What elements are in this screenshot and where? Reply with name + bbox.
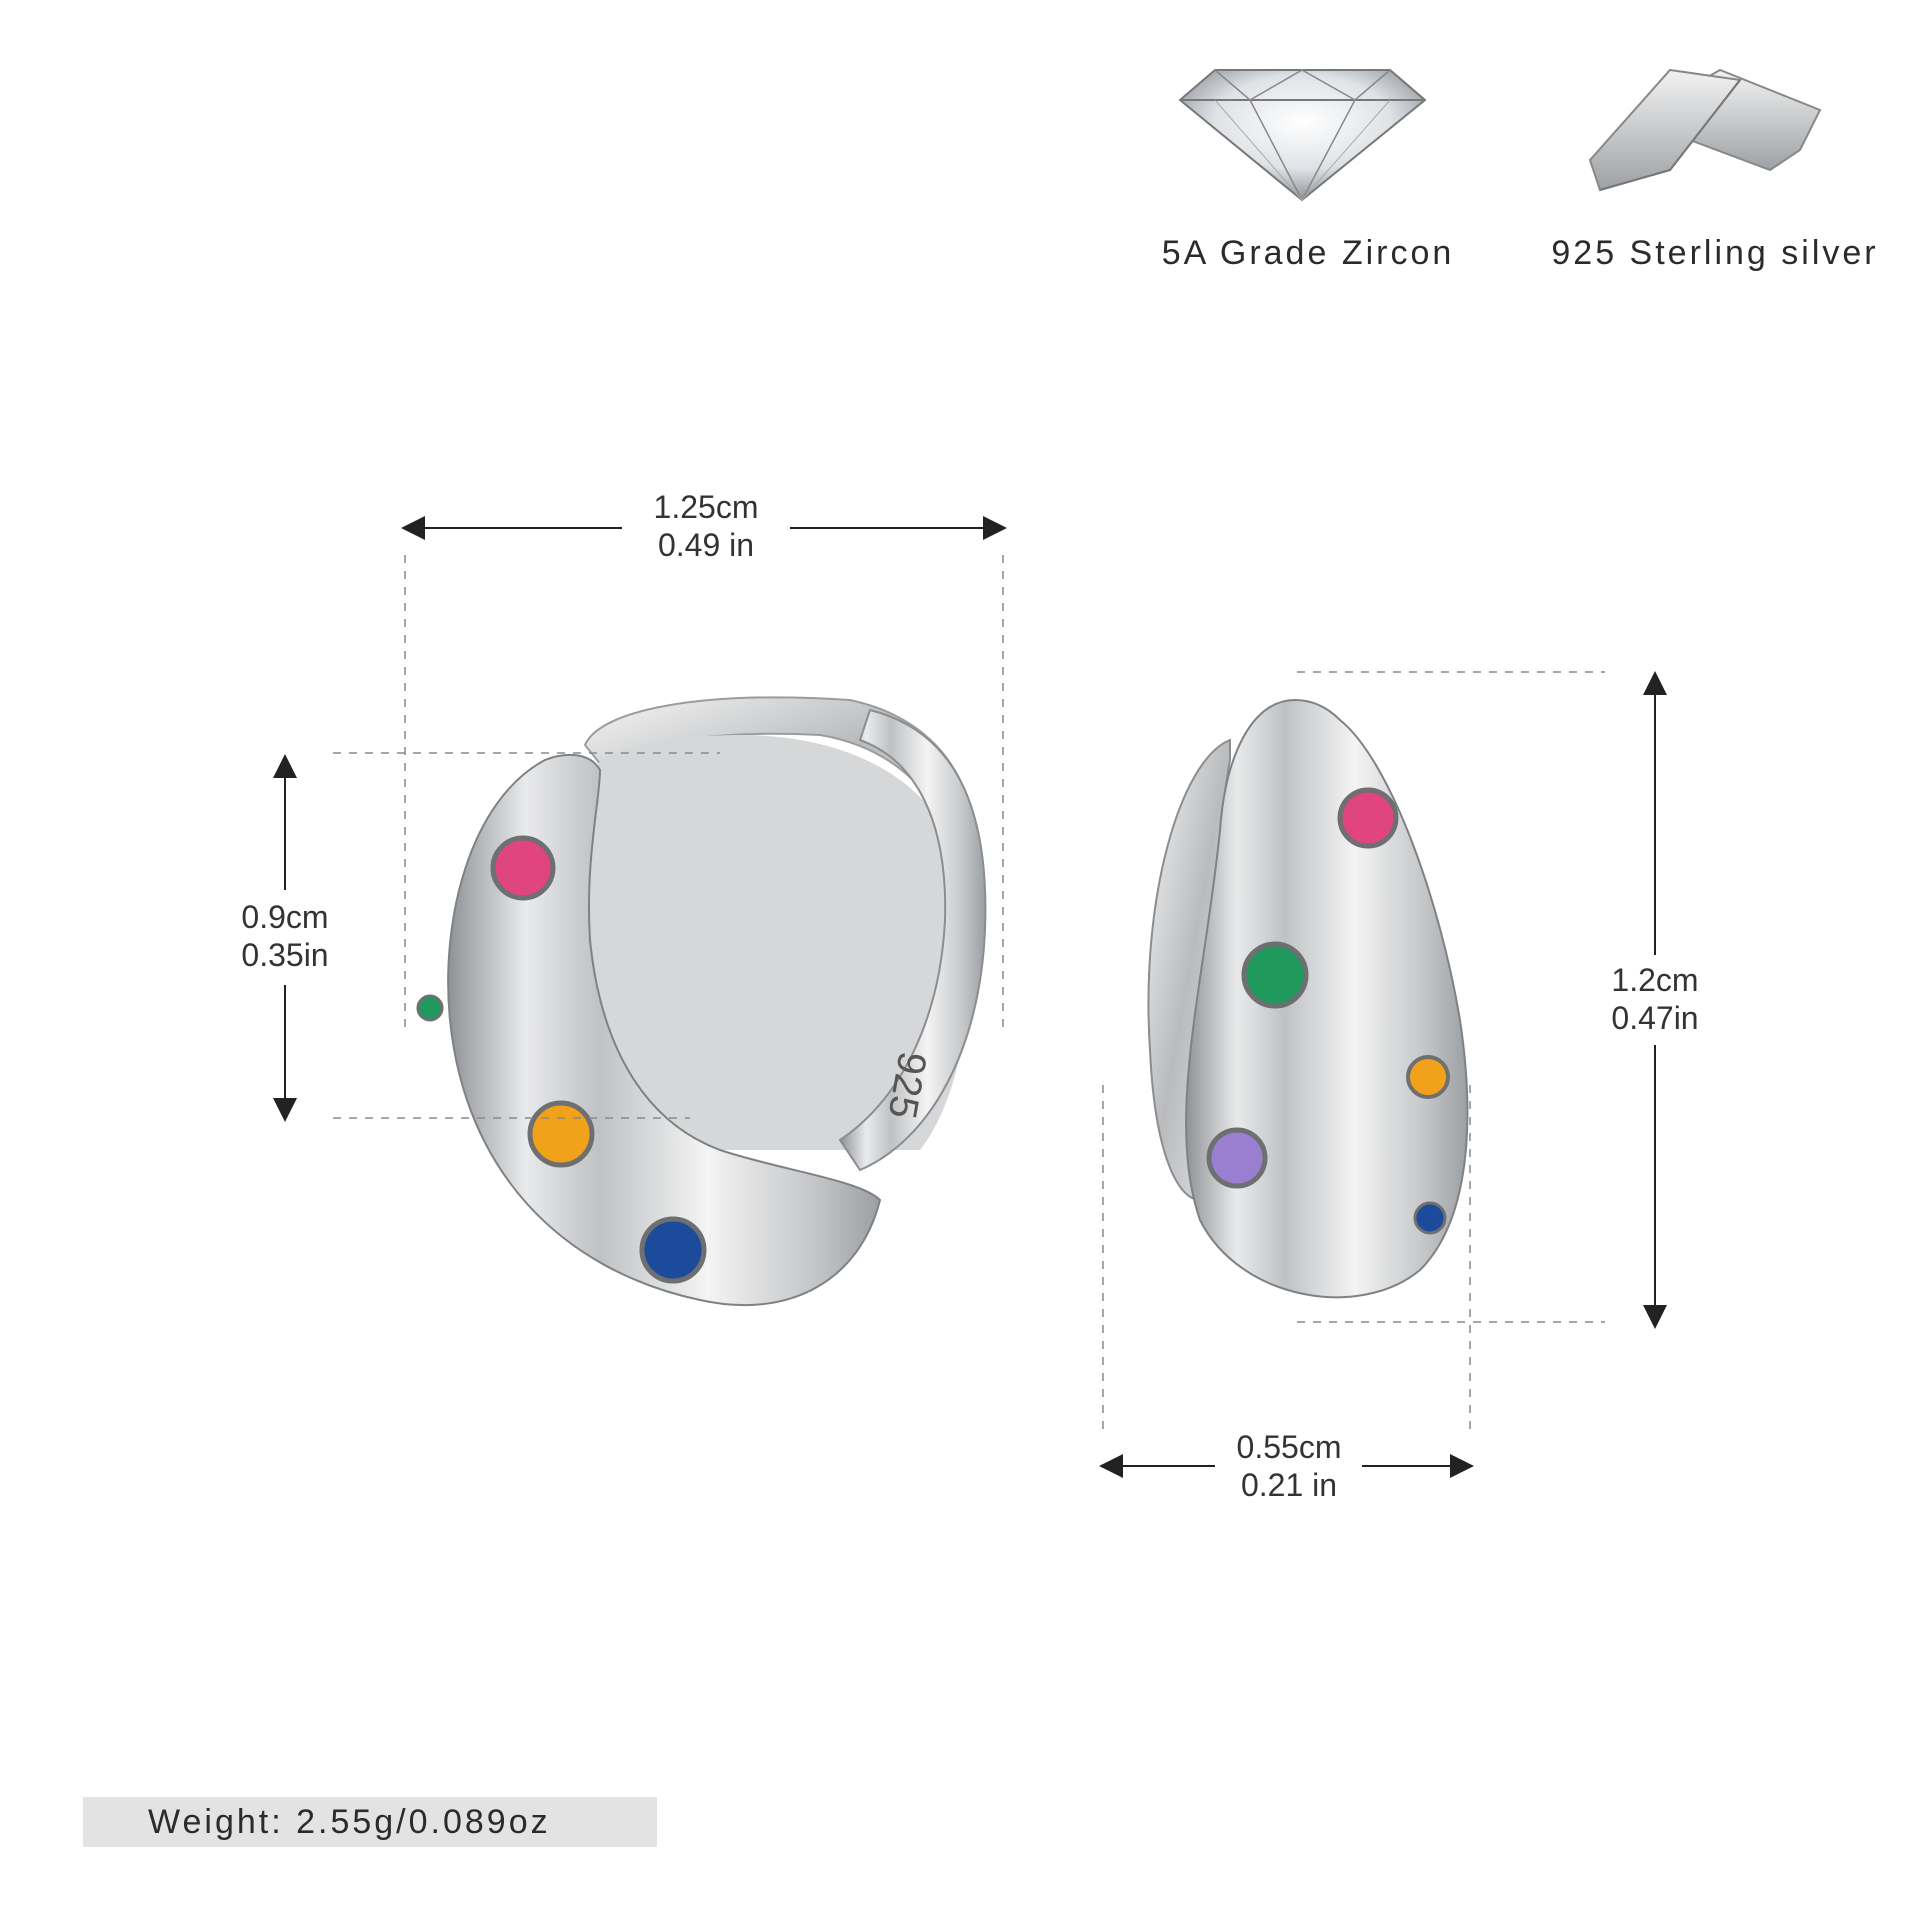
zircon-gem-icon <box>1178 69 1427 202</box>
front-width-label: 1.25cm 0.49 in <box>624 488 788 564</box>
side-width-in: 0.21 in <box>1240 1467 1338 1503</box>
front-height-label: 0.9cm 0.35in <box>218 898 352 974</box>
silver-bar-icon <box>1588 68 1822 192</box>
front-height-cm: 0.9cm <box>241 899 329 935</box>
side-width-cm: 0.55cm <box>1236 1429 1342 1465</box>
front-height-in: 0.35in <box>241 937 329 973</box>
weight-text: Weight: 2.55g/0.089oz <box>148 1803 551 1841</box>
side-height-cm: 1.2cm <box>1611 962 1699 998</box>
feature-label-zircon: 5A Grade Zircon <box>1161 234 1455 272</box>
front-width-in: 0.49 in <box>657 527 755 563</box>
front-earring: 925 <box>416 696 987 1307</box>
guide-lines <box>333 555 1605 1435</box>
feature-label-silver: 925 Sterling silver <box>1551 234 1879 272</box>
weight-bar <box>83 1797 657 1847</box>
side-earring <box>1147 698 1469 1299</box>
side-height-label: 1.2cm 0.47in <box>1590 961 1720 1037</box>
front-width-cm: 1.25cm <box>653 489 759 525</box>
side-width-label: 0.55cm 0.21 in <box>1218 1428 1360 1504</box>
side-height-in: 0.47in <box>1611 1000 1699 1036</box>
